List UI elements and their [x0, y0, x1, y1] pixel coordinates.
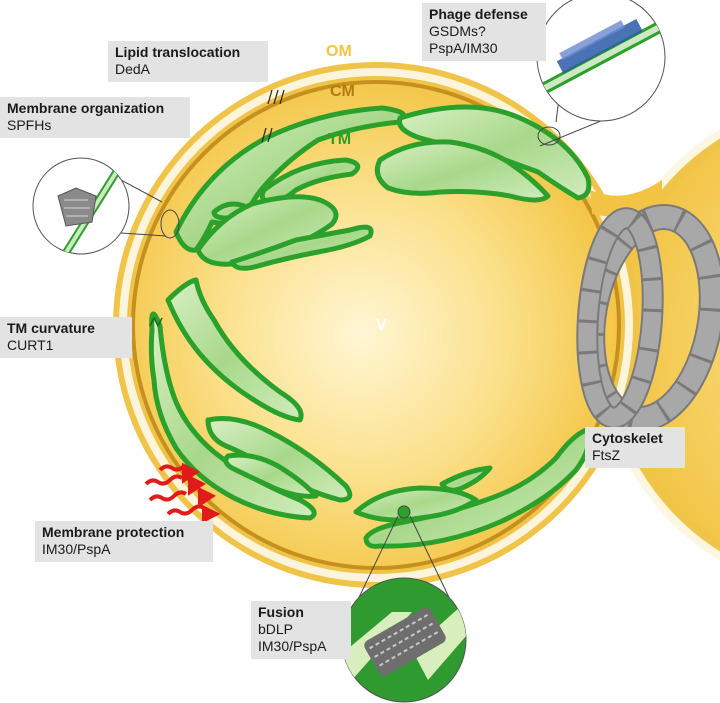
callout-cytoskelet: Cytoskelet FtsZ [585, 427, 685, 468]
dedA-arrows-icon [261, 89, 285, 143]
callout-title: TM curvature [7, 320, 95, 336]
callout-fusion: Fusion bDLP IM30/PspA [251, 601, 351, 659]
callout-phage-defense: Phage defense GSDMs? PspA/IM30 [422, 3, 546, 61]
stress-arrows-icon [144, 462, 221, 524]
callout-title: Lipid translocation [115, 44, 241, 60]
callout-line: PspA/IM30 [429, 40, 498, 56]
om-label: OM [326, 43, 352, 60]
cm-label: CM [330, 83, 355, 100]
callout-line: DedA [115, 61, 151, 77]
callout-line: CURT1 [7, 337, 54, 353]
phage-zoom-icon [536, 0, 666, 122]
callout-line: FtsZ [592, 447, 620, 463]
callout-line: bDLP [258, 621, 294, 637]
callout-line: IM30/PspA [42, 541, 111, 557]
callout-membrane-protection: Membrane protection IM30/PspA [35, 521, 213, 562]
callout-lipid-translocation: Lipid translocation DedA [108, 41, 268, 82]
ftsz-filaments [576, 204, 720, 432]
callout-title: Phage defense [429, 6, 528, 22]
callout-title: Fusion [258, 604, 304, 620]
v-label: V [376, 317, 387, 334]
callout-membrane-organization: Membrane organization SPFHs [0, 97, 190, 138]
fusion-zoom-icon [341, 577, 467, 703]
tm-label: TM [328, 131, 351, 148]
curt1-marks [149, 316, 163, 328]
division-neck [590, 180, 662, 218]
callout-line: SPFHs [7, 117, 52, 133]
callout-title: Cytoskelet [592, 430, 663, 446]
callout-tm-curvature: TM curvature CURT1 [0, 317, 132, 358]
callout-line: GSDMs? [429, 23, 486, 39]
callout-title: Membrane organization [7, 100, 165, 116]
thylakoid-membranes [148, 104, 592, 549]
callout-line: IM30/PspA [258, 638, 327, 654]
callout-title: Membrane protection [42, 524, 185, 540]
membrane-zoom-icon [32, 157, 130, 255]
